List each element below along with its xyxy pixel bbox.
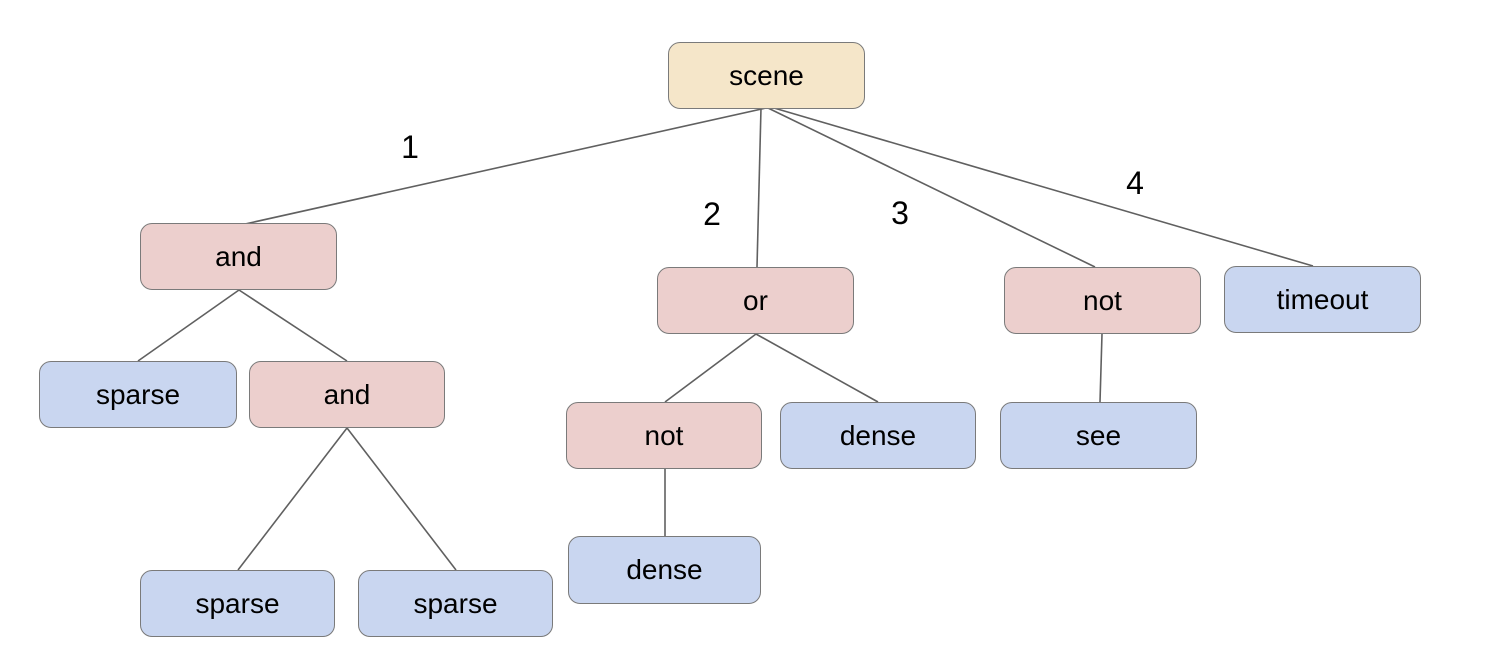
- edge-label-branch-3: 3: [891, 195, 909, 231]
- node-label-scene: scene: [729, 59, 804, 91]
- tree-node-and-1: and: [140, 223, 337, 290]
- edge-and-2-sparse-2: [237, 427, 348, 571]
- edge-and-1-sparse-1: [137, 289, 240, 362]
- tree-node-or-1: or: [657, 267, 854, 334]
- node-label-dense-1: dense: [839, 419, 917, 451]
- edge-scene-or-1: [756, 107, 762, 268]
- edge-scene-not-1: [767, 107, 1096, 268]
- edge-and-1-and-2: [238, 289, 348, 362]
- tree-node-timeout: timeout: [1224, 266, 1421, 333]
- node-label-sparse-2: sparse: [195, 587, 280, 619]
- edge-label-branch-2: 2: [703, 196, 721, 232]
- node-label-sparse-3: sparse: [413, 587, 498, 619]
- node-label-not-1: not: [1083, 284, 1122, 316]
- node-label-see: see: [1075, 419, 1122, 451]
- edge-label-branch-1: 1: [401, 129, 419, 165]
- tree-node-see: see: [1000, 402, 1197, 469]
- node-label-and-1: and: [215, 240, 262, 272]
- node-label-not-2: not: [644, 419, 684, 451]
- node-label-and-2: and: [323, 378, 371, 410]
- node-label-sparse-1: sparse: [95, 378, 181, 410]
- edge-label-branch-4: 4: [1126, 165, 1144, 201]
- tree-node-sparse-2: sparse: [140, 570, 335, 637]
- edge-and-2-sparse-3: [346, 427, 457, 571]
- tree-node-sparse-3: sparse: [358, 570, 553, 637]
- node-label-or-1: or: [743, 284, 768, 316]
- node-label-timeout: timeout: [1276, 283, 1369, 315]
- tree-node-not-1: not: [1004, 267, 1201, 334]
- tree-node-dense-1: dense: [780, 402, 976, 469]
- tree-node-scene: scene: [668, 42, 865, 109]
- tree-node-sparse-1: sparse: [39, 361, 237, 428]
- tree-node-dense-2: dense: [568, 536, 761, 604]
- edge-not-1-see-1: [1099, 333, 1103, 403]
- edge-or-1-not-2: [664, 333, 757, 403]
- edge-scene-and-1: [244, 107, 767, 225]
- tree-node-and-2: and: [249, 361, 445, 428]
- tree-node-not-2: not: [566, 402, 762, 469]
- node-label-dense-2: dense: [626, 554, 703, 585]
- edge-or-1-dense-1: [755, 333, 879, 403]
- edge-scene-timeout: [773, 107, 1314, 267]
